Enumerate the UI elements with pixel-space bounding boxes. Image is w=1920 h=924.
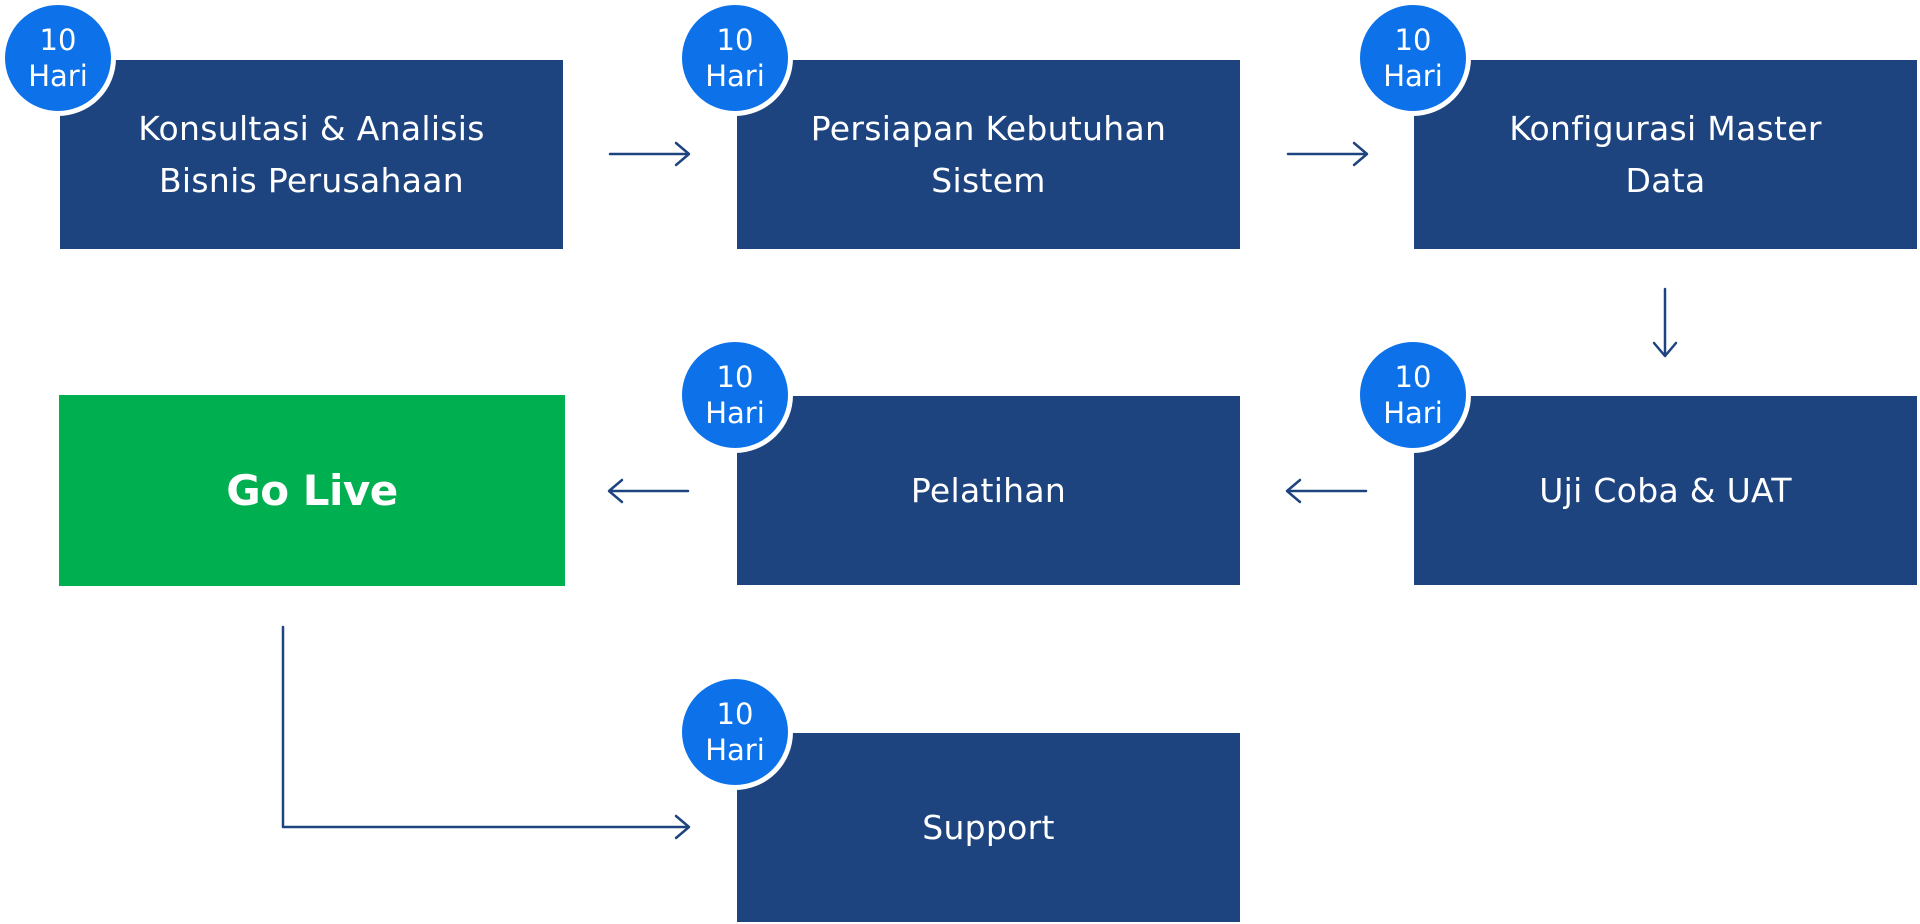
step-label: Pelatihan	[910, 470, 1067, 510]
duration-badge: 10 Hari	[1355, 0, 1471, 116]
connector-golive-to-support	[281, 625, 691, 840]
arrow-left-4	[1285, 478, 1368, 504]
badge-unit: Hari	[1383, 396, 1443, 430]
badge-number: 10	[716, 360, 754, 394]
arrow-right-1	[608, 141, 691, 167]
duration-badge: 10 Hari	[677, 337, 793, 453]
duration-badge: 10 Hari	[1355, 337, 1471, 453]
duration-badge: 10 Hari	[677, 674, 793, 790]
badge-number: 10	[1394, 360, 1432, 394]
step-box-konfigurasi: Konfigurasi Master Data	[1414, 60, 1917, 249]
badge-unit: Hari	[705, 733, 765, 767]
step-box-konsultasi: Konsultasi & Analisis Bisnis Perusahaan	[60, 60, 563, 249]
step-label: Uji Coba & UAT	[1539, 470, 1792, 510]
step-label: Konfigurasi Master Data	[1509, 108, 1822, 200]
duration-badge: 10 Hari	[677, 0, 793, 116]
step-box-pelatihan: Pelatihan	[737, 396, 1240, 585]
badge-number: 10	[1394, 23, 1432, 57]
arrow-left-5	[607, 478, 690, 504]
step-label: Go Live	[226, 465, 398, 515]
step-box-go-live: Go Live	[59, 395, 565, 586]
step-label: Persiapan Kebutuhan Sistem	[810, 108, 1167, 200]
arrow-right-2	[1286, 141, 1369, 167]
step-label: Support	[922, 807, 1055, 847]
badge-unit: Hari	[705, 396, 765, 430]
badge-unit: Hari	[28, 59, 88, 93]
badge-number: 10	[716, 697, 754, 731]
step-box-persiapan: Persiapan Kebutuhan Sistem	[737, 60, 1240, 249]
badge-unit: Hari	[705, 59, 765, 93]
arrow-down-3	[1652, 287, 1678, 358]
badge-number: 10	[39, 23, 77, 57]
badge-unit: Hari	[1383, 59, 1443, 93]
step-box-support: Support	[737, 733, 1240, 922]
step-label: Konsultasi & Analisis Bisnis Perusahaan	[138, 108, 485, 200]
duration-badge: 10 Hari	[0, 0, 116, 116]
step-box-uji-coba: Uji Coba & UAT	[1414, 396, 1917, 585]
badge-number: 10	[716, 23, 754, 57]
